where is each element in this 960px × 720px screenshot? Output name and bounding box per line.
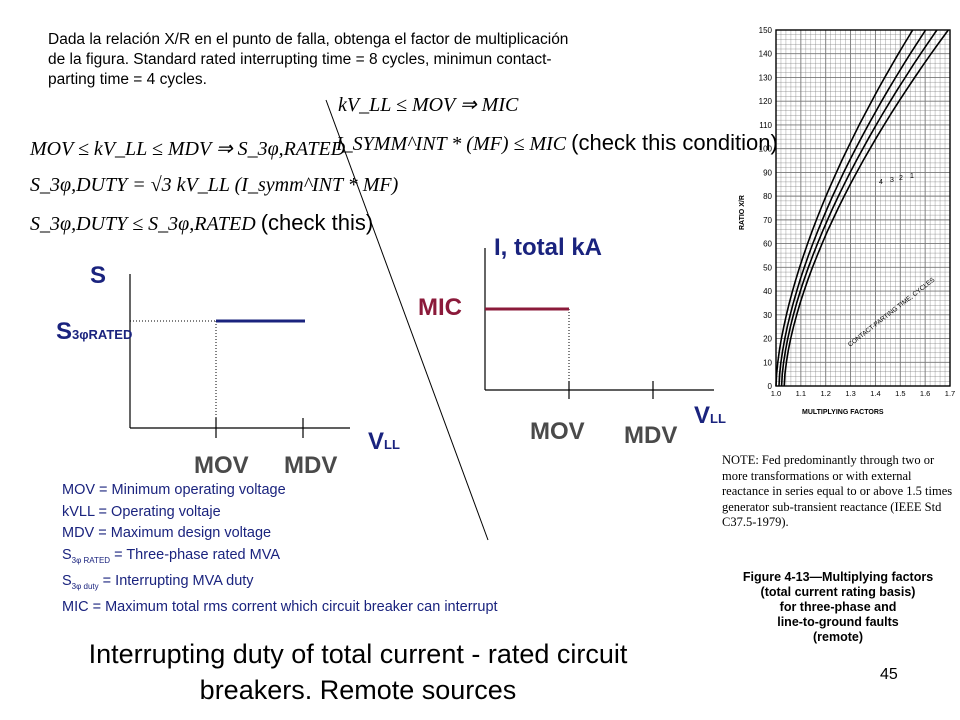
def-s-duty-sub: 3φ duty [71, 581, 99, 591]
def-s-rated-prefix: S [62, 546, 72, 563]
definition-kvll: kVLL = Operating voltaje [62, 503, 221, 520]
figure-frame [775, 29, 951, 387]
right-mov-label: MOV [530, 418, 585, 445]
figure-caption-line-2: (total current rating basis) [760, 585, 916, 599]
y-tick-label: 10 [763, 358, 772, 367]
left-mdv-label: MDV [284, 452, 338, 479]
y-tick-label: 110 [759, 121, 772, 130]
check-condition-text: (check this condition) [571, 130, 778, 155]
figure-caption-line-1: Figure 4-13—Multiplying factors [742, 570, 934, 584]
y-tick-label: 70 [763, 216, 772, 225]
contact-parting-curve [780, 29, 938, 387]
right-graph [484, 248, 714, 399]
x-tick-label: 1.3 [845, 389, 855, 398]
title-line-2: breakers. Remote sources [199, 675, 517, 705]
right-x-sub: LL [710, 411, 726, 426]
definition-mov: MOV = Minimum operating voltage [62, 482, 286, 498]
x-tick-label: 1.0 [771, 389, 781, 398]
equation-duty-check: S_3φ,DUTY ≤ S_3φ,RATED (check this) [30, 210, 373, 236]
y-tick-label: 100 [759, 145, 773, 154]
contact-parting-curve [783, 29, 949, 387]
left-rated-label: S3φRATED [56, 318, 132, 346]
figure-caption-line-3: for three-phase and [779, 600, 897, 614]
definition-mdv: MDV = Maximum design voltage [62, 525, 272, 541]
x-tick-label: 1.5 [895, 389, 905, 398]
definition-mic: MIC = Maximum total rms corrent which ci… [62, 599, 498, 616]
curve-label-3: 3 [890, 177, 894, 184]
right-mic-label: MIC [418, 294, 462, 321]
def-s-duty-text: = Interrupting MVA duty [98, 572, 254, 589]
left-x-sub: LL [384, 437, 400, 452]
left-mov-label: MOV [194, 452, 249, 479]
contact-parting-curve [775, 29, 914, 387]
left-graph [129, 274, 350, 438]
y-tick-label: 120 [759, 97, 773, 106]
rated-s: S [56, 318, 73, 345]
figure-x-axis-label: MULTIPLYING FACTORS [802, 409, 884, 416]
y-tick-label: 130 [759, 73, 773, 82]
duty-check-expr: S_3φ,DUTY ≤ S_3φ,RATED [30, 213, 256, 235]
equation-mic-check: kV_LL ≤ MOV ⇒ MIC [338, 94, 519, 116]
intro-line-2: de la figura. Standard rated interruptin… [48, 51, 552, 68]
figure-caption-line-4: line-to-ground faults [777, 615, 899, 629]
y-tick-label: 40 [763, 287, 772, 296]
intro-text: Dada la relación X/R en el punto de fall… [48, 30, 688, 90]
right-x-v: V [694, 402, 711, 429]
figure-y-axis-label: RATIO X/R [739, 195, 746, 230]
x-tick-label: 1.7 [945, 389, 955, 398]
figure-caption-line-5: (remote) [812, 630, 863, 644]
figure-caption: Figure 4-13—Multiplying factors (total c… [722, 570, 954, 645]
mic-symm-expr: I_SYMM^INT * (MF) ≤ MIC [336, 133, 567, 155]
left-x-v: V [368, 428, 385, 455]
x-tick-label: 1.6 [920, 389, 930, 398]
equation-mov-range: MOV ≤ kV_LL ≤ MDV ⇒ S_3φ,RATED [30, 138, 346, 160]
figure-grid [775, 29, 951, 387]
def-s-rated-text: = Three-phase rated MVA [110, 546, 280, 563]
y-tick-label: 150 [759, 26, 773, 35]
equation-mic-symm-check: I_SYMM^INT * (MF) ≤ MIC (check this cond… [336, 130, 778, 156]
curve-label-4: 4 [879, 179, 883, 186]
figure-curves [775, 29, 949, 387]
definition-s-rated: S3φ RATED = Three-phase rated MVA [62, 545, 498, 571]
check-this-text: (check this) [260, 210, 374, 235]
def-s-rated-sub: 3φ RATED [71, 555, 111, 565]
x-tick-label: 1.1 [796, 389, 806, 398]
y-tick-label: 60 [763, 240, 772, 249]
slide-title: Interrupting duty of total current - rat… [0, 636, 716, 708]
definitions-list: MOV = Minimum operating voltage kVLL = O… [62, 480, 498, 619]
left-y-label: S [90, 262, 107, 289]
curve-label-2: 2 [899, 175, 903, 182]
title-line-1: Interrupting duty of total current - rat… [88, 639, 628, 669]
y-tick-label: 90 [763, 168, 772, 177]
right-mdv-label: MDV [624, 422, 678, 449]
intro-line-3: parting time = 4 cycles. [48, 71, 207, 88]
figure-note: NOTE: Fed predominantly through two or m… [722, 453, 953, 529]
page-number: 45 [880, 666, 898, 683]
y-tick-label: 50 [763, 263, 772, 272]
def-s-duty-prefix: S [62, 572, 72, 589]
y-tick-label: 80 [763, 192, 772, 201]
x-tick-label: 1.4 [870, 389, 880, 398]
curve-label-1: 1 [910, 173, 914, 180]
figure-x-ticks: 1.0 1.1 1.2 1.3 1.4 1.5 1.6 1.7 [771, 389, 955, 398]
y-tick-label: 0 [768, 382, 773, 391]
right-x-label: VLL [694, 402, 726, 430]
contact-parting-curve [778, 29, 927, 387]
y-tick-label: 30 [763, 311, 772, 320]
x-tick-label: 1.2 [820, 389, 830, 398]
intro-line-1: Dada la relación X/R en el punto de fall… [48, 31, 569, 48]
left-x-label: VLL [368, 428, 400, 456]
right-y-label: I, total kA [494, 234, 603, 261]
definition-s-duty: S3φ duty = Interrupting MVA duty [62, 571, 498, 597]
equation-duty-formula: S_3φ,DUTY = √3 kV_LL (I_symm^INT * MF) [30, 174, 399, 196]
rated-sub: 3φRATED [72, 327, 133, 342]
y-tick-label: 140 [759, 50, 773, 59]
y-tick-label: 20 [763, 335, 772, 344]
